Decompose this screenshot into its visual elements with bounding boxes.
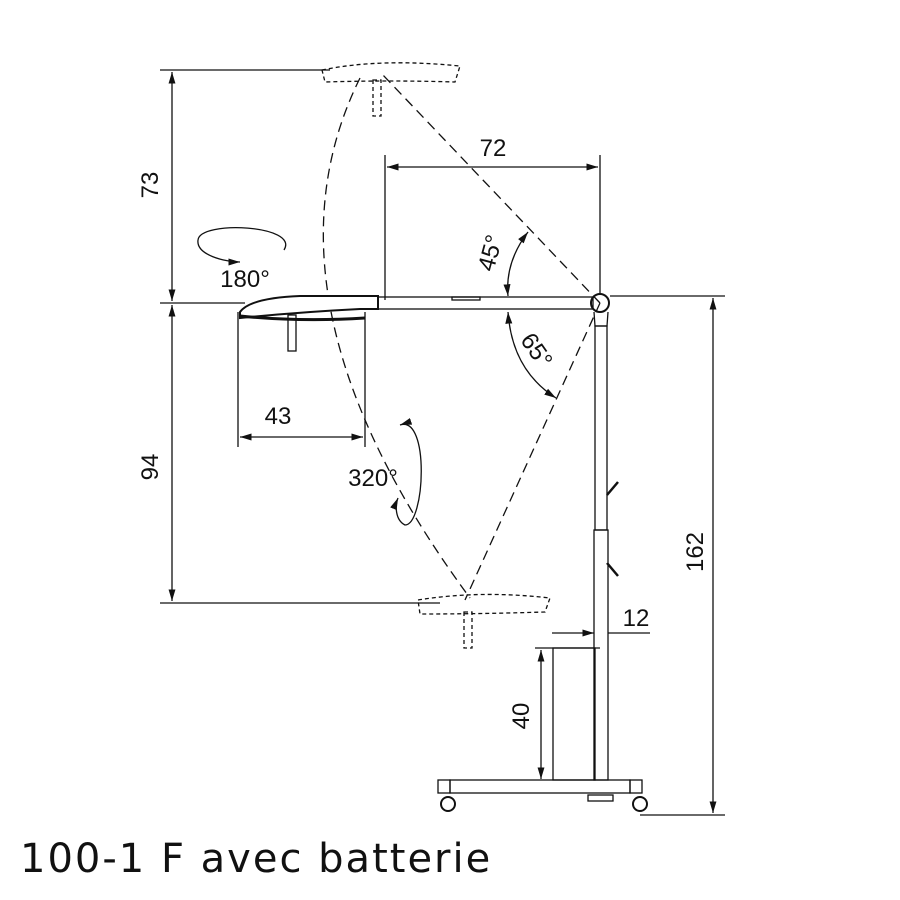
angle-label-65: 65° <box>515 328 558 373</box>
dim-label-72: 72 <box>480 135 507 162</box>
lamp-arm <box>377 293 610 313</box>
angle-arc-45 <box>503 231 529 297</box>
diagram-caption: 100-1 F avec batterie <box>20 836 493 882</box>
lamp-head-raised <box>321 62 461 117</box>
extension-lines <box>160 69 725 816</box>
dim-label-94: 94 <box>137 454 164 481</box>
dimension-lines <box>168 72 717 813</box>
angle-label-180: 180° <box>220 266 270 293</box>
lamp-base <box>437 779 648 812</box>
dim-label-40: 40 <box>508 703 535 730</box>
wheel-icon <box>632 796 648 812</box>
rotation-180-icon <box>197 227 287 266</box>
rotation-320-icon <box>390 418 422 526</box>
wheel-icon <box>440 796 456 812</box>
angle-label-320: 320° <box>348 465 398 492</box>
dim-label-73: 73 <box>137 172 164 199</box>
angle-label-45: 45° <box>473 232 508 274</box>
lamp-pole <box>552 311 619 781</box>
dim-label-43: 43 <box>265 403 292 430</box>
lamp-head-lowered <box>417 593 551 649</box>
angle-arc-65 <box>505 311 557 399</box>
lamp-head <box>239 295 379 352</box>
dim-label-162: 162 <box>682 532 709 572</box>
dim-label-12: 12 <box>623 605 650 632</box>
